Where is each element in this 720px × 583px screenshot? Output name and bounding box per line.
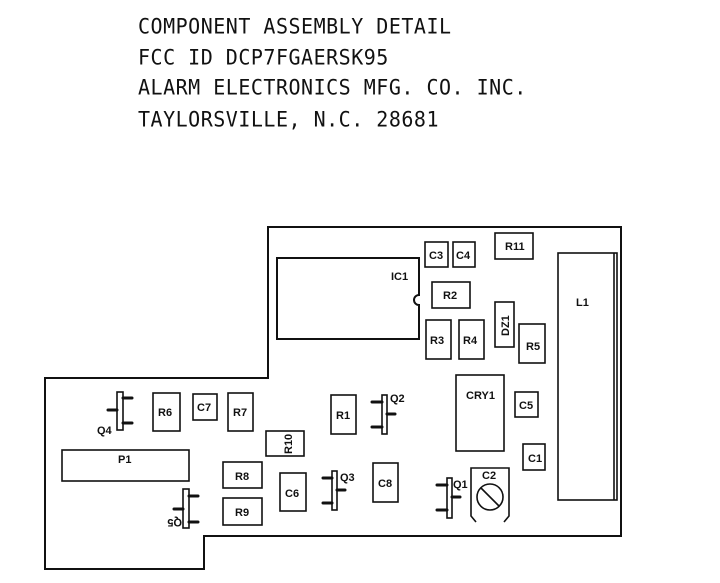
r11: R11	[494, 232, 534, 260]
svg-text:C5: C5	[519, 400, 533, 412]
svg-text:R11: R11	[505, 241, 525, 253]
svg-text:R8: R8	[235, 471, 249, 483]
svg-text:IC1: IC1	[391, 271, 408, 283]
p1-connector: P1	[61, 449, 190, 482]
c8: C8	[372, 462, 399, 503]
q5-transistor: Q5	[167, 488, 200, 529]
r8: R8	[222, 461, 263, 489]
r10: R10	[265, 430, 305, 457]
cry1-crystal: CRY1	[455, 374, 505, 452]
r7: R7	[227, 392, 254, 432]
q2-transistor: Q2	[370, 393, 405, 435]
c6: C6	[279, 472, 307, 512]
svg-text:C7: C7	[197, 402, 211, 414]
svg-text:C6: C6	[285, 488, 299, 500]
svg-text:P1: P1	[118, 454, 131, 466]
r3: R3	[425, 319, 452, 360]
board-outline	[44, 226, 622, 570]
svg-text:C2: C2	[482, 470, 496, 482]
svg-text:Q2: Q2	[390, 393, 405, 405]
c5: C5	[514, 391, 539, 418]
r5: R5	[518, 323, 546, 364]
svg-text:CRY1: CRY1	[466, 390, 495, 402]
svg-text:C3: C3	[429, 250, 443, 262]
r6: R6	[152, 392, 181, 432]
svg-text:C1: C1	[528, 453, 542, 465]
q3-transistor: Q3	[321, 470, 355, 511]
r9: R9	[222, 497, 263, 526]
title-line-2: FCC ID DCP7FGAERSK95	[138, 44, 389, 70]
svg-text:Q1: Q1	[453, 479, 468, 491]
svg-text:Q3: Q3	[340, 472, 355, 484]
r2: R2	[431, 281, 471, 309]
svg-text:Q4: Q4	[97, 425, 113, 437]
q4-transistor: Q4	[97, 391, 134, 437]
svg-text:R7: R7	[233, 407, 247, 419]
c4: C4	[452, 241, 476, 268]
svg-text:C4: C4	[456, 250, 471, 262]
svg-text:R2: R2	[443, 290, 457, 302]
c3: C3	[424, 241, 449, 268]
svg-text:R3: R3	[430, 335, 444, 347]
c1: C1	[522, 443, 546, 471]
dz1: DZ1	[494, 301, 515, 348]
title-line-3: ALARM ELECTRONICS MFG. CO. INC.	[138, 74, 527, 100]
svg-text:Q5: Q5	[167, 516, 182, 528]
svg-text:R4: R4	[463, 335, 478, 347]
svg-text:L1: L1	[576, 297, 589, 309]
l1-inductor: L1	[557, 252, 618, 501]
c2-trimmer: C2	[470, 467, 510, 523]
r1: R1	[330, 394, 357, 435]
svg-text:R5: R5	[526, 341, 540, 353]
r4: R4	[458, 319, 485, 360]
svg-text:R1: R1	[336, 410, 350, 422]
svg-text:R10: R10	[283, 434, 295, 454]
svg-text:R9: R9	[235, 507, 249, 519]
svg-text:DZ1: DZ1	[500, 315, 512, 336]
title-line-4: TAYLORSVILLE, N.C. 28681	[138, 106, 439, 132]
q1-transistor: Q1	[435, 477, 468, 519]
svg-text:R6: R6	[158, 407, 172, 419]
title-line-1: COMPONENT ASSEMBLY DETAIL	[138, 13, 452, 39]
ic1: IC1	[276, 257, 420, 340]
svg-text:C8: C8	[378, 478, 392, 490]
c7: C7	[192, 393, 218, 421]
